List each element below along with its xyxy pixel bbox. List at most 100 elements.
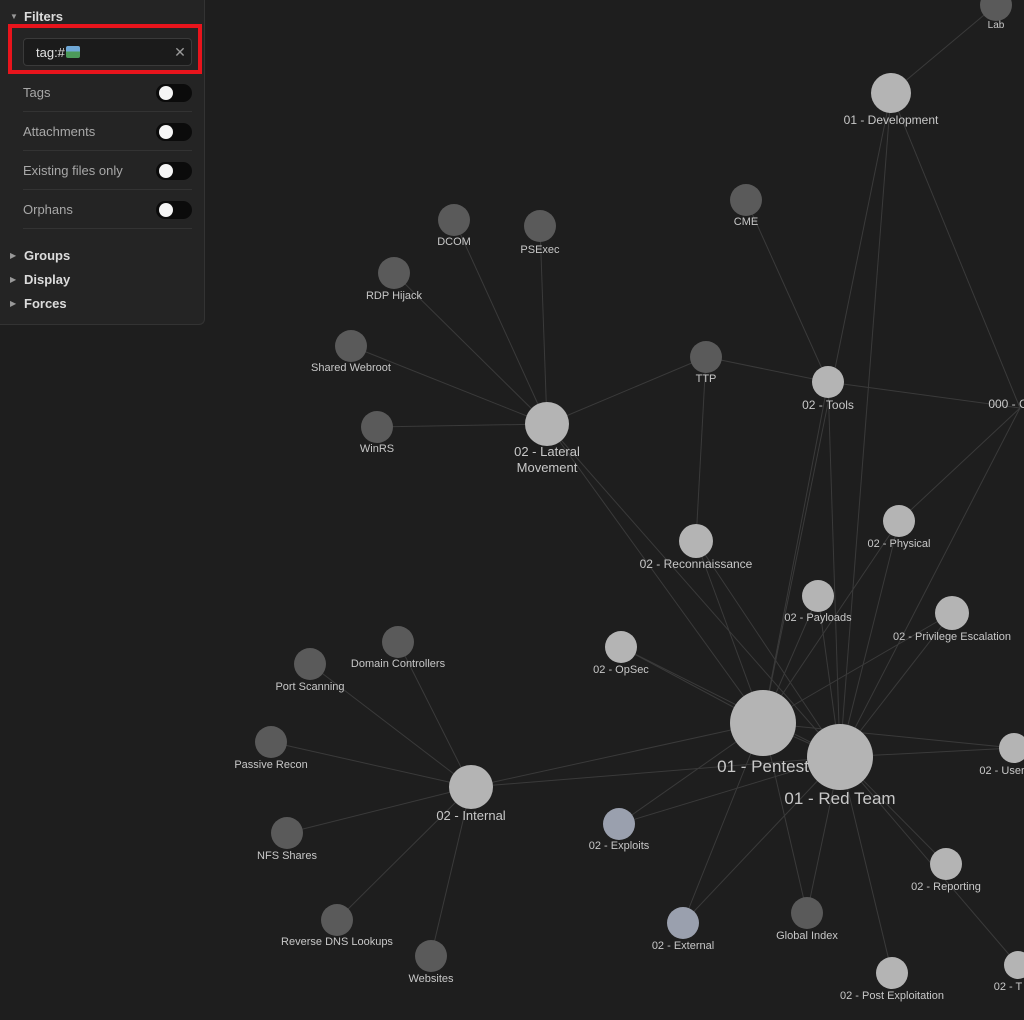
toggle-knob [159, 202, 173, 217]
graph-node-label: NFS Shares [257, 850, 317, 862]
graph-node[interactable] [255, 726, 287, 758]
display-title: Display [24, 272, 71, 287]
graph-node[interactable] [883, 505, 915, 537]
graph-node-label: RDP Hijack [366, 290, 423, 302]
graph-node-label: Reverse DNS Lookups [281, 936, 393, 948]
graph-node[interactable] [271, 817, 303, 849]
filters-section-header[interactable]: ▼ Filters [10, 9, 63, 24]
existing-files-toggle[interactable] [156, 161, 192, 180]
graph-node-label: 01 - Pentest [717, 757, 809, 776]
graph-node-label: DCOM [437, 236, 471, 248]
toggle-knob [159, 85, 173, 100]
graph-node-label: 02 - Privilege Escalation [893, 631, 1011, 643]
graph-node[interactable] [361, 411, 393, 443]
graph-edge [682, 722, 764, 924]
graph-node-label: Passive Recon [234, 759, 307, 771]
graph-node[interactable] [791, 897, 823, 929]
graph-edge [453, 219, 548, 425]
graph-node[interactable] [730, 690, 796, 756]
graph-node[interactable] [871, 73, 911, 113]
filters-panel: ▼ Filters tag:# ✕ Tags Attachments Exist… [0, 0, 205, 325]
forces-section-header[interactable]: ▶ Forces [10, 296, 67, 311]
graph-edge [762, 612, 953, 724]
graph-node[interactable] [449, 765, 493, 809]
graph-node[interactable] [807, 724, 873, 790]
graph-edge [762, 92, 892, 724]
graph-node[interactable] [321, 904, 353, 936]
graph-edge [336, 786, 472, 921]
graph-node[interactable] [1004, 951, 1024, 979]
graph-node-label: 000 - C [988, 397, 1024, 411]
graph-edge [762, 381, 829, 724]
graph-edge [620, 646, 841, 758]
graph-node[interactable] [930, 848, 962, 880]
graph-node-label: 02 - Lateral [514, 444, 580, 459]
graph-edge [376, 423, 548, 428]
groups-section-header[interactable]: ▶ Groups [10, 248, 70, 263]
orphans-toggle[interactable] [156, 200, 192, 219]
graph-node[interactable] [524, 210, 556, 242]
graph-node[interactable] [335, 330, 367, 362]
option-label-attachments: Attachments [23, 124, 96, 139]
graph-node[interactable] [605, 631, 637, 663]
graph-node[interactable] [999, 733, 1024, 763]
graph-node-label: 02 - Physical [868, 538, 931, 550]
graph-edge [430, 786, 472, 957]
graph-edge [839, 756, 1019, 966]
graph-node[interactable] [802, 580, 834, 612]
filter-search-input[interactable]: tag:# ✕ [23, 38, 192, 66]
graph-node[interactable] [935, 596, 969, 630]
graph-edge [286, 786, 472, 834]
graph-node-label: 02 - Reconnaissance [640, 557, 753, 571]
toggle-knob [159, 163, 173, 178]
graph-node-label: 02 - OpSec [593, 664, 649, 676]
graph-node-label: 02 - Payloads [784, 612, 852, 624]
attachments-toggle[interactable] [156, 122, 192, 141]
tags-toggle[interactable] [156, 83, 192, 102]
display-section-header[interactable]: ▶ Display [10, 272, 70, 287]
graph-node[interactable] [294, 648, 326, 680]
toggle-knob [159, 124, 173, 139]
graph-node-label: 02 - Exploits [589, 840, 650, 852]
groups-title: Groups [24, 248, 71, 263]
graph-node-label: Shared Webroot [311, 362, 391, 374]
graph-node[interactable] [525, 402, 569, 446]
graph-edges [270, 4, 1021, 974]
graph-nodes[interactable] [255, 0, 1024, 989]
graph-node-label: Port Scanning [275, 681, 344, 693]
graph-node[interactable] [730, 184, 762, 216]
graph-node[interactable] [690, 341, 722, 373]
option-row-tags: Tags [23, 74, 192, 112]
graph-node[interactable] [812, 366, 844, 398]
graph-edge [393, 272, 548, 425]
graph-edge [827, 381, 1021, 409]
graph-edge [546, 356, 707, 425]
graph-node-label: 01 - Red Team [784, 789, 895, 808]
graph-edge [270, 741, 472, 788]
graph-node-label: Movement [517, 460, 578, 475]
graph-node-label: 02 - Tools [802, 398, 854, 412]
map-emoji-icon [65, 45, 80, 58]
search-query[interactable]: tag:# [24, 45, 169, 60]
graph-edge [546, 423, 841, 758]
graph-node-label: Global Index [776, 930, 838, 942]
graph-node[interactable] [980, 0, 1012, 21]
graph-node[interactable] [603, 808, 635, 840]
graph-node[interactable] [415, 940, 447, 972]
graph-node-label: 02 - Internal [436, 808, 505, 823]
graph-edge [350, 345, 548, 425]
graph-node-label: 02 - User [979, 765, 1024, 777]
graph-node[interactable] [876, 957, 908, 989]
graph-node-label: WinRS [360, 443, 394, 455]
option-row-orphans: Orphans [23, 191, 192, 229]
graph-node-label: 02 - T [994, 981, 1023, 993]
graph-node[interactable] [667, 907, 699, 939]
graph-node[interactable] [438, 204, 470, 236]
graph-edge [890, 4, 997, 94]
clear-search-icon[interactable]: ✕ [174, 43, 186, 60]
graph-node[interactable] [378, 257, 410, 289]
graph-node[interactable] [679, 524, 713, 558]
option-label-tags: Tags [23, 85, 51, 100]
graph-node[interactable] [382, 626, 414, 658]
